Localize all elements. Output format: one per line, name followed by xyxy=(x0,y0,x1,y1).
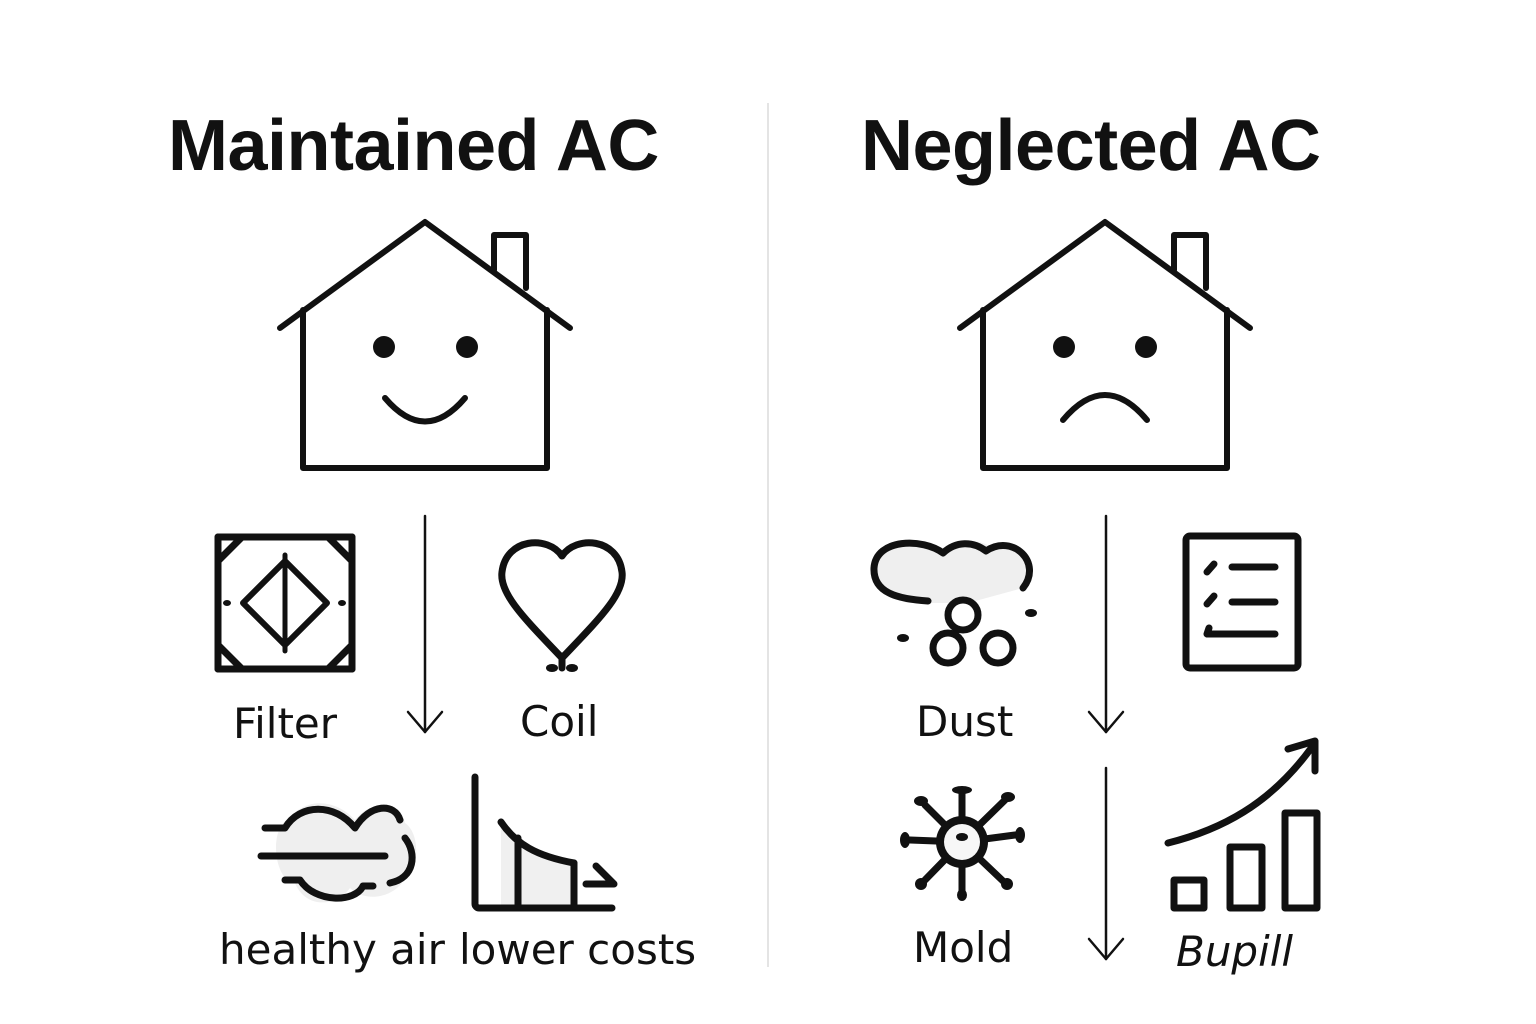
down-arrow-icon xyxy=(1087,766,1125,961)
sad-house-icon xyxy=(957,219,1253,471)
mold-spore-icon xyxy=(900,786,1025,901)
checklist-icon xyxy=(1182,532,1302,672)
mold-label: Mold xyxy=(913,923,1014,972)
down-arrow-icon xyxy=(1087,514,1125,734)
center-divider xyxy=(767,103,769,967)
coil-label: Coil xyxy=(520,697,599,746)
bupill-label: Bupill xyxy=(1176,927,1294,976)
lower-costs-label: lower costs xyxy=(459,925,697,974)
healthy-air-label: healthy air xyxy=(219,925,445,974)
filter-label: Filter xyxy=(233,699,338,748)
decreasing-chart-icon xyxy=(471,773,618,912)
dust-label: Dust xyxy=(916,697,1014,746)
cloud-wind-icon xyxy=(257,803,417,903)
happy-house-icon xyxy=(277,219,573,471)
rising-bar-chart-icon xyxy=(1164,737,1321,912)
down-arrow-icon xyxy=(406,514,444,734)
dust-cloud-icon xyxy=(870,539,1037,667)
heart-coil-icon xyxy=(498,539,626,672)
left-panel-title: Maintained AC xyxy=(168,106,659,186)
filter-icon xyxy=(214,533,356,673)
right-panel-title: Neglected AC xyxy=(861,106,1321,186)
